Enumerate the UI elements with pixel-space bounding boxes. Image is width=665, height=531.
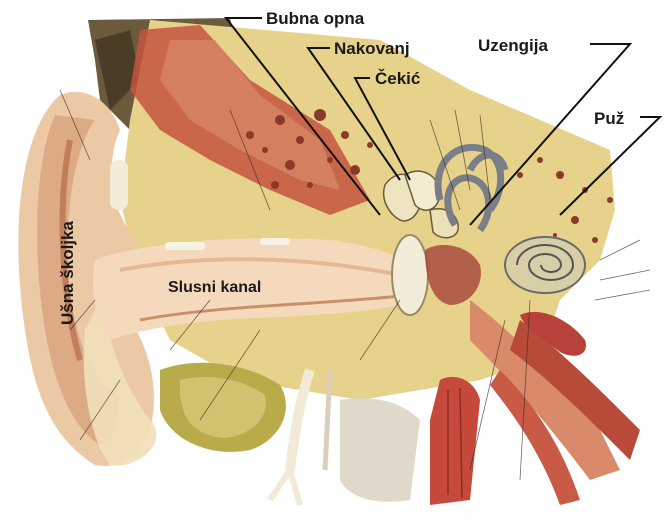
label-uzengija: Uzengija: [478, 36, 548, 55]
label-nakovanj: Nakovanj: [334, 39, 410, 58]
label-bubna-opna: Bubna opna: [266, 9, 365, 28]
eardrum: [392, 235, 428, 315]
label-usna-skoljka: Ušna školjka: [58, 221, 77, 325]
label-slusni-kanal: Slusni kanal: [168, 279, 261, 296]
label-puz: Puž: [594, 109, 624, 128]
cochlea: [505, 237, 585, 293]
label-cekic: Čekić: [375, 69, 420, 88]
